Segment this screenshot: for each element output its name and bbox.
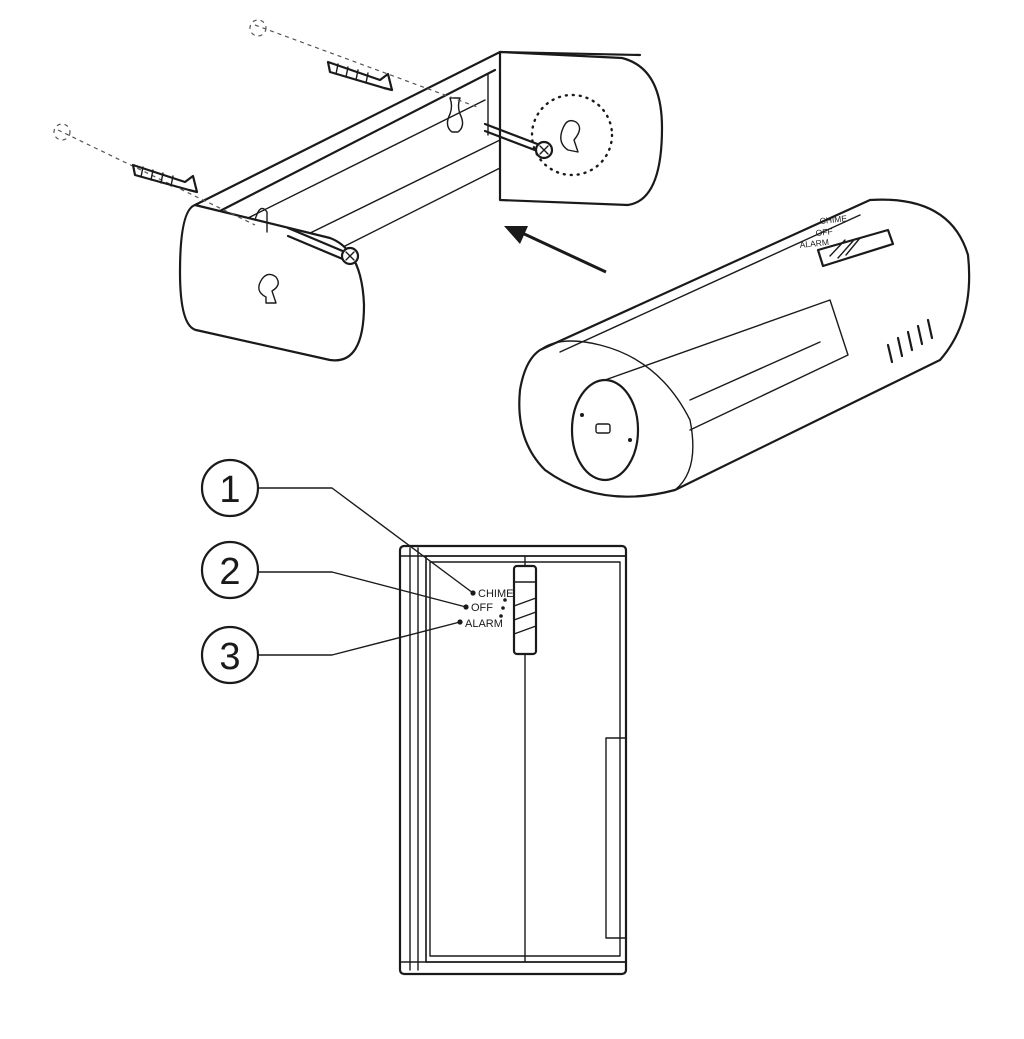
top-off-label: OFF xyxy=(815,226,833,238)
wall-bracket xyxy=(178,50,664,362)
callout-number-3: 3 xyxy=(219,636,240,678)
callout-1: 1 xyxy=(200,458,474,594)
insert-direction-arrow xyxy=(504,226,607,274)
wall-anchors xyxy=(53,19,554,266)
callout-number-1: 1 xyxy=(219,469,240,511)
front-alarm-label: ALARM xyxy=(465,618,503,630)
front-off-label: OFF xyxy=(471,602,493,614)
chime-unit-3d: CHIME OFF ALARM xyxy=(518,198,971,498)
callout-number-2: 2 xyxy=(219,551,240,593)
top-chime-label: CHIME xyxy=(819,213,848,226)
callout-3: 3 xyxy=(200,621,461,685)
top-alarm-label: ALARM xyxy=(799,237,829,250)
chime-unit-front-view: CHIME OFF ALARM xyxy=(398,544,628,976)
callout-2: 2 xyxy=(200,540,467,608)
front-chime-label: CHIME xyxy=(478,588,513,600)
